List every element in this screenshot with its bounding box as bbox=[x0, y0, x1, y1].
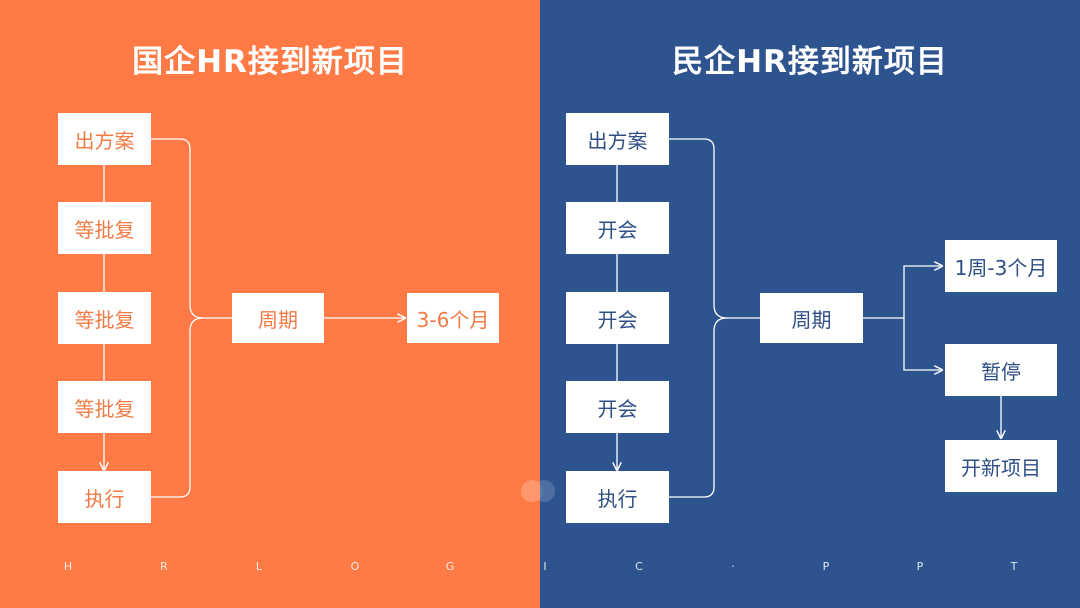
left-panel: 国企HR接到新项目 出方案 等批复 等批复 等批复 执行 周期 3-6个月 bbox=[0, 0, 540, 608]
left-step-1-label: 出方案 bbox=[74, 128, 135, 153]
footer-letter-5: G bbox=[445, 560, 455, 573]
left-result-label: 3-6个月 bbox=[416, 307, 490, 332]
right-step-2-label: 开会 bbox=[597, 217, 638, 242]
left-step-2-label: 等批复 bbox=[74, 217, 135, 242]
footer-letter-3: L bbox=[255, 560, 263, 573]
right-cycle-box: 周期 bbox=[760, 293, 863, 343]
right-panel: 民企HR接到新项目 出方案 开会 开会 开会 执行 周期 1周-3个月 暂停 开… bbox=[540, 0, 1080, 608]
right-result-a-label: 1周-3个月 bbox=[954, 255, 1048, 280]
right-step-3: 开会 bbox=[566, 292, 669, 344]
footer-letter-6: I bbox=[543, 560, 547, 573]
footer-letter-7: C bbox=[635, 560, 643, 573]
right-step-3-label: 开会 bbox=[597, 307, 638, 332]
footer-letter-4: O bbox=[350, 560, 360, 573]
footer-letter-1: H bbox=[63, 560, 73, 573]
right-step-4: 开会 bbox=[566, 381, 669, 433]
right-step-5: 执行 bbox=[566, 471, 669, 523]
right-title: 民企HR接到新项目 bbox=[672, 44, 948, 80]
right-step-5-label: 执行 bbox=[597, 486, 638, 511]
right-step-4-label: 开会 bbox=[597, 396, 638, 421]
left-step-3-label: 等批复 bbox=[74, 307, 135, 332]
footer-letter-row: H R L O G I C · P P T bbox=[0, 560, 1080, 576]
right-step-1: 出方案 bbox=[566, 113, 669, 165]
left-step-1: 出方案 bbox=[58, 113, 151, 165]
left-title: 国企HR接到新项目 bbox=[132, 44, 408, 80]
left-step-3: 等批复 bbox=[58, 292, 151, 344]
footer-letter-2: R bbox=[160, 560, 168, 573]
right-result-c-label: 开新项目 bbox=[961, 455, 1041, 480]
right-result-c-box: 开新项目 bbox=[945, 440, 1057, 492]
right-result-b-box: 暂停 bbox=[945, 344, 1057, 396]
left-step-2: 等批复 bbox=[58, 202, 151, 254]
left-step-5-label: 执行 bbox=[84, 486, 125, 511]
left-result-box: 3-6个月 bbox=[407, 293, 499, 343]
right-cycle-label: 周期 bbox=[791, 307, 832, 332]
left-step-5: 执行 bbox=[58, 471, 151, 523]
left-cycle-label: 周期 bbox=[258, 307, 298, 332]
logo-watermark-icon bbox=[521, 480, 555, 502]
right-step-2: 开会 bbox=[566, 202, 669, 254]
right-step-1-label: 出方案 bbox=[587, 128, 648, 153]
left-cycle-box: 周期 bbox=[232, 293, 324, 343]
footer-letter-11: T bbox=[1010, 560, 1018, 573]
left-connectors bbox=[0, 138, 540, 498]
right-result-b-label: 暂停 bbox=[981, 359, 1021, 384]
right-connectors bbox=[540, 138, 1080, 498]
footer-letter-9: P bbox=[822, 560, 830, 573]
footer-letter-10: P bbox=[916, 560, 924, 573]
right-result-a-box: 1周-3个月 bbox=[945, 240, 1057, 292]
left-step-4: 等批复 bbox=[58, 381, 151, 433]
footer-letter-8: · bbox=[731, 560, 735, 573]
left-step-4-label: 等批复 bbox=[74, 396, 135, 421]
